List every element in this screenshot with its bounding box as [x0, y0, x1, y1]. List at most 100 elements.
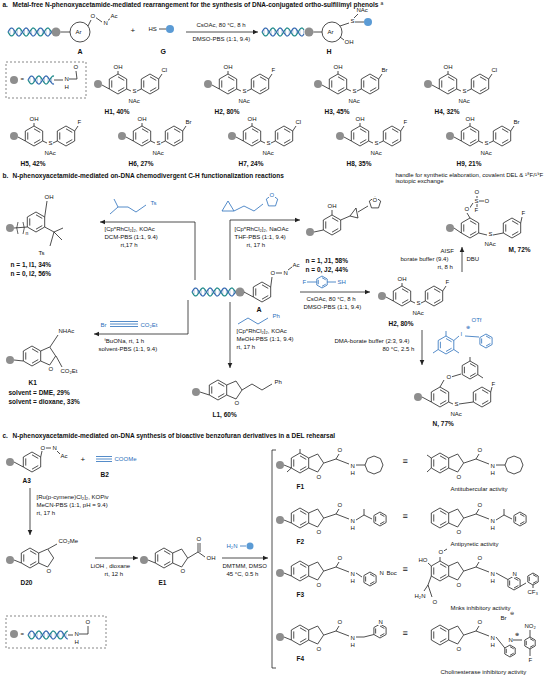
bond-stroke	[61, 32, 71, 33]
arrow-head	[133, 556, 138, 561]
benzene-ring	[291, 625, 308, 645]
chem-text: OH	[333, 64, 343, 70]
chem-text: N	[512, 571, 517, 577]
compound-label: F1	[296, 484, 305, 491]
bond-stroke	[59, 132, 60, 139]
bond-stroke	[325, 221, 326, 228]
dna-bead	[424, 80, 432, 88]
bond-stroke	[364, 635, 374, 638]
bond-stroke	[482, 390, 488, 394]
bond-stroke	[513, 640, 522, 641]
compound-label: K1	[28, 380, 37, 387]
benzene-ring	[219, 74, 236, 94]
five-ring	[369, 197, 380, 208]
bond-stroke	[293, 126, 296, 131]
compound-label: D20	[20, 580, 33, 587]
chem-text: O	[316, 474, 322, 480]
bond-stroke	[356, 515, 364, 520]
bond-stroke	[30, 562, 36, 566]
bond-stroke	[30, 551, 36, 555]
bond-stroke	[157, 554, 158, 561]
compound-label: F2	[296, 539, 305, 546]
chem-text: 45 °C, 0.5 h	[226, 571, 259, 577]
benzene-ring	[21, 548, 38, 568]
bond-stroke	[142, 140, 148, 144]
chem-text: O	[456, 474, 462, 480]
bond-stroke	[440, 628, 446, 632]
chem-text: NAc	[348, 98, 360, 104]
bond-stroke	[428, 576, 431, 585]
benzene-ring	[461, 218, 478, 238]
arrow-head	[420, 360, 425, 365]
bond-stroke	[262, 285, 268, 289]
chem-text: O	[337, 555, 343, 561]
dna-bead	[336, 132, 344, 140]
reagent-label: OTf	[471, 317, 482, 323]
bond-stroke	[448, 77, 454, 81]
compound-label: N, 77%	[432, 421, 454, 428]
bond-stroke	[307, 282, 317, 283]
chem-text: N	[490, 635, 495, 641]
bond-stroke	[454, 137, 461, 141]
compound-label: n = 1, J1, 58%	[305, 258, 348, 265]
chem-text: S	[484, 140, 489, 146]
bond-stroke	[514, 578, 518, 581]
chem-text: DMSO-PBS (1:1, 9.4)	[303, 304, 362, 310]
furan-ring	[173, 549, 188, 567]
bond-stroke	[521, 217, 522, 223]
bond-stroke	[402, 283, 403, 286]
bond-stroke	[336, 631, 349, 636]
bond-stroke	[476, 567, 489, 572]
bond-stroke	[502, 140, 508, 144]
bond-stroke	[29, 218, 30, 225]
chem-text: H	[350, 525, 355, 531]
chem-text: ⊖	[509, 611, 514, 616]
bond-stroke	[459, 402, 473, 404]
bond-stroke	[327, 282, 336, 283]
bond-stroke	[476, 626, 479, 631]
chem-text: NAc	[152, 150, 164, 156]
dna-bead	[446, 132, 454, 140]
bond-stroke	[520, 583, 526, 587]
bond-stroke	[161, 141, 165, 143]
bond-stroke	[303, 30, 304, 35]
bond-stroke	[252, 123, 253, 126]
bond-stroke	[530, 630, 531, 637]
chem-text: O	[477, 447, 483, 453]
bond-stroke	[332, 210, 333, 215]
bond-stroke	[32, 349, 38, 353]
bond-stroke	[440, 522, 446, 526]
bond-stroke	[478, 375, 483, 379]
bond-stroke	[463, 224, 464, 231]
bond-stroke	[244, 292, 253, 297]
bond-stroke	[448, 71, 449, 74]
bond-stroke	[467, 89, 471, 91]
dna-bead	[10, 132, 18, 140]
compound-label: M, 72%	[508, 247, 531, 254]
chem-text: THF-PBS (1:1, 9.4)	[234, 234, 286, 240]
benzene-ring	[431, 508, 448, 528]
chem-text: DMSO-PBS (1:1, 9.4)	[192, 36, 251, 42]
compound-label: E1	[158, 580, 167, 587]
chem-text: H	[350, 470, 355, 476]
note-text: handle for synthetic elaboration, covale…	[395, 172, 544, 184]
bond-stroke	[32, 360, 38, 364]
dna-bead	[414, 393, 422, 401]
bond-stroke	[200, 543, 201, 552]
arrow-head	[365, 290, 370, 295]
chem-text: DMA-borate buffer (2:3, 9.4)	[334, 338, 410, 344]
bond-stroke	[66, 140, 72, 144]
chem-text: S	[474, 198, 479, 204]
bond-stroke	[96, 456, 112, 457]
bond-stroke	[332, 218, 338, 222]
bond-stroke	[443, 286, 446, 291]
bond-stroke	[14, 560, 21, 563]
bond-stroke	[470, 221, 476, 225]
compound-label: H4, 32%	[434, 109, 460, 116]
bond-stroke	[110, 205, 146, 214]
furan-ring	[309, 562, 324, 580]
dna-bead	[6, 458, 14, 466]
chem-text: DBU	[466, 256, 480, 262]
bond-stroke	[360, 140, 366, 144]
bond-stroke	[375, 516, 376, 521]
